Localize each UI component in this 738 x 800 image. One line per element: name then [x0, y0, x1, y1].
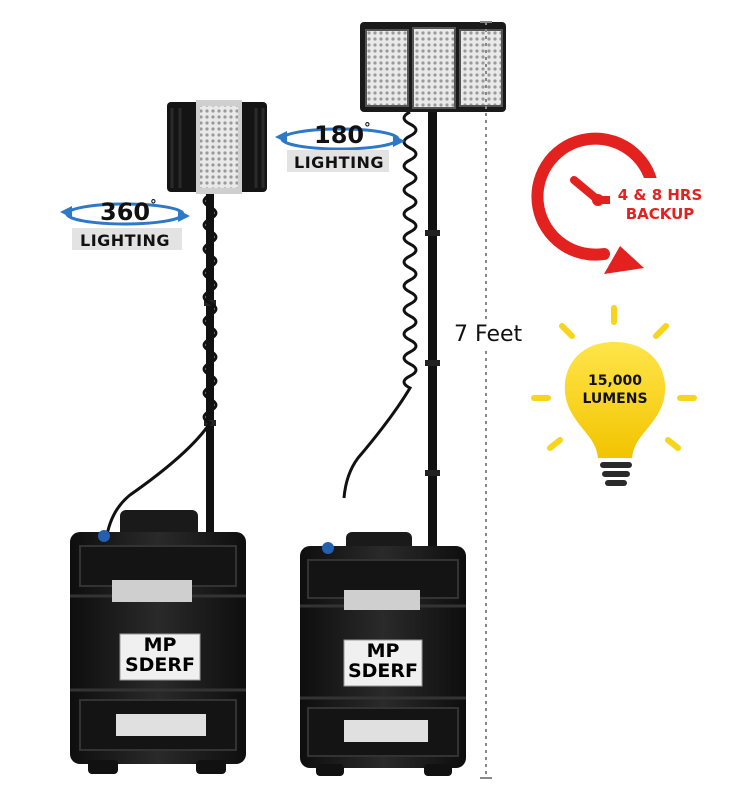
left-light-head — [167, 100, 267, 194]
left-coiled-cable — [104, 193, 218, 542]
height-dimension — [480, 21, 492, 779]
lumens-badge: 15,000 LUMENS — [572, 372, 658, 408]
right-light-head — [360, 22, 506, 112]
right-battery-case — [300, 532, 466, 776]
lumens-line2: LUMENS — [582, 391, 648, 408]
right-plate-line1: MP — [366, 640, 400, 662]
left-case-plate: MP SDERF — [120, 634, 200, 676]
right-case-plate: MP SDERF — [344, 640, 422, 682]
left-rotation-label: LIGHTING — [80, 231, 171, 250]
left-battery-case — [70, 510, 246, 774]
right-rotation-degree: ° — [364, 121, 371, 136]
right-mast — [428, 108, 437, 548]
right-rotation-arrow — [275, 127, 405, 172]
backup-line2: BACKUP — [625, 204, 695, 223]
left-rotation-value: 360° — [100, 198, 157, 226]
clock-icon — [531, 132, 706, 274]
left-plate-line2: SDERF — [124, 653, 196, 676]
left-rotation-degree: ° — [150, 198, 157, 213]
left-rotation-number: 360 — [100, 198, 151, 226]
lumens-line1: 15,000 — [587, 373, 643, 389]
left-rotation-arrow — [60, 202, 190, 250]
height-label: 7 Feet — [450, 322, 527, 347]
right-rotation-number: 180 — [314, 121, 365, 149]
right-rotation-value: 180° — [314, 121, 371, 149]
left-light-unit — [70, 100, 267, 774]
right-coiled-cable — [342, 110, 418, 499]
left-plate-line1: MP — [143, 634, 177, 656]
backup-line1: 4 & 8 HRS — [617, 186, 703, 204]
right-rotation-label: LIGHTING — [294, 153, 385, 172]
right-plate-line2: SDERF — [347, 659, 419, 682]
backup-badge: 4 & 8 HRS BACKUP — [614, 186, 706, 224]
right-light-unit — [300, 22, 506, 776]
lightbulb-icon — [531, 305, 697, 486]
